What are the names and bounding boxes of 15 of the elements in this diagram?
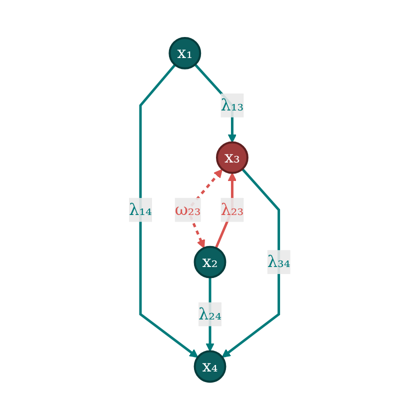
- node-circle: x₂: [194, 246, 227, 278]
- edge-label: λ₁₄: [129, 200, 152, 219]
- arrow: [206, 277, 215, 352]
- edge-label: λ₂₃: [221, 200, 244, 219]
- arrow: [140, 64, 199, 358]
- edge-label: λ₂₄: [198, 304, 222, 324]
- arrow: [222, 168, 280, 358]
- node-circle: x₃: [216, 142, 249, 174]
- arrow: [215, 172, 237, 249]
- edge-label: λ₃₄: [268, 252, 291, 272]
- arrow: [194, 64, 237, 143]
- node-circle: x₄: [194, 350, 227, 383]
- edge-label: λ₁₃: [221, 96, 244, 115]
- node-circle: x₁: [169, 37, 202, 70]
- edge-label: ω₂₃: [175, 200, 202, 219]
